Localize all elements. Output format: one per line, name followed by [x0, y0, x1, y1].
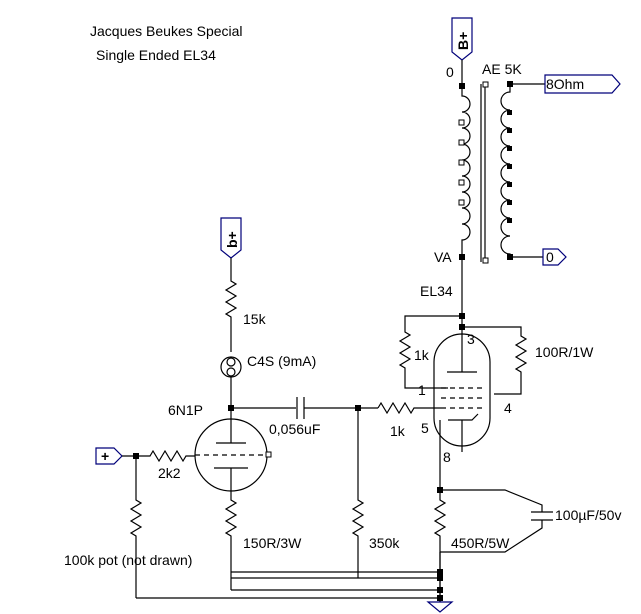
- el34-tube: [433, 327, 491, 452]
- bypass-capacitor: [440, 489, 553, 553]
- g2-resistor: [398, 315, 462, 389]
- b-plus-driver-flag: b+: [220, 217, 242, 259]
- grid-leak-label: 350k: [369, 535, 400, 551]
- secondary-zero-label: 0: [546, 249, 554, 265]
- driver-grid-stopper: [122, 449, 195, 463]
- secondary-zero-flag: 0: [542, 248, 567, 266]
- grid-leak-resistor: [351, 408, 365, 578]
- bypass-cap-label: 100µF/50v: [555, 507, 621, 523]
- b-plus-supply-flag: B+: [451, 17, 473, 61]
- pin-grid-label: 5: [421, 420, 429, 436]
- g3-resistor-label: 100R/1W: [535, 344, 594, 360]
- anchor-resistor: [224, 258, 238, 352]
- input-flag-label: +: [101, 448, 109, 464]
- el34-cathode: [448, 413, 479, 452]
- output-cathode-resistor: [433, 490, 447, 602]
- output-grid-stopper: [377, 401, 441, 415]
- driver-flag-label: b+: [224, 231, 240, 248]
- anchor-resistor-label: 15k: [243, 311, 267, 327]
- g3-resistor: [462, 326, 528, 395]
- 6n1p-anode: [216, 420, 246, 444]
- pin-anode-label: 3: [467, 331, 475, 347]
- input-pot-resistor: [129, 456, 143, 598]
- ccs-label: C4S (9mA): [247, 353, 316, 369]
- pin-g3-label: 4: [504, 400, 512, 416]
- driver-cathode-label: 150R/3W: [243, 535, 302, 551]
- title-line-1: Jacques Beukes Special: [90, 23, 243, 39]
- output-tube-name: EL34: [420, 283, 453, 299]
- ground-symbol: [426, 601, 454, 613]
- el34-anode: [447, 327, 477, 373]
- coupling-cap-label: 0,056uF: [269, 421, 320, 437]
- output-grid-stopper-label: 1k: [390, 423, 406, 439]
- transformer-core: [480, 84, 486, 262]
- output-transformer: 0 AE 5K VA: [434, 61, 522, 265]
- ccs-current-source: [220, 356, 242, 378]
- speaker-8ohm-flag: 8Ohm: [544, 74, 621, 94]
- primary-bottom-label: VA: [434, 249, 452, 265]
- pin-g2-label: 1: [418, 382, 426, 398]
- title-line-2: Single Ended EL34: [96, 47, 216, 63]
- pin-cathode-label: 8: [443, 449, 451, 465]
- 6n1p-tube: [194, 418, 272, 492]
- output-cathode-label: 450R/5W: [451, 535, 510, 551]
- transformer-name: AE 5K: [482, 61, 522, 77]
- driver-tube-name: 6N1P: [168, 402, 203, 418]
- input-pot-label: 100k pot (not drawn): [64, 552, 192, 568]
- primary-winding: [461, 86, 471, 257]
- ground-bus: [136, 571, 440, 599]
- input-flag: +: [95, 447, 123, 465]
- driver-cathode-resistor: [224, 491, 238, 590]
- g2-resistor-label: 1k: [414, 347, 430, 363]
- coupling-capacitor: [296, 397, 305, 419]
- primary-top-label: 0: [446, 64, 454, 80]
- 6n1p-cathode: [214, 467, 248, 491]
- secondary-winding: [500, 84, 511, 257]
- driver-grid-stopper-label: 2k2: [158, 465, 181, 481]
- b-plus-flag-label: B+: [455, 32, 471, 50]
- speaker-flag-label: 8Ohm: [546, 76, 584, 92]
